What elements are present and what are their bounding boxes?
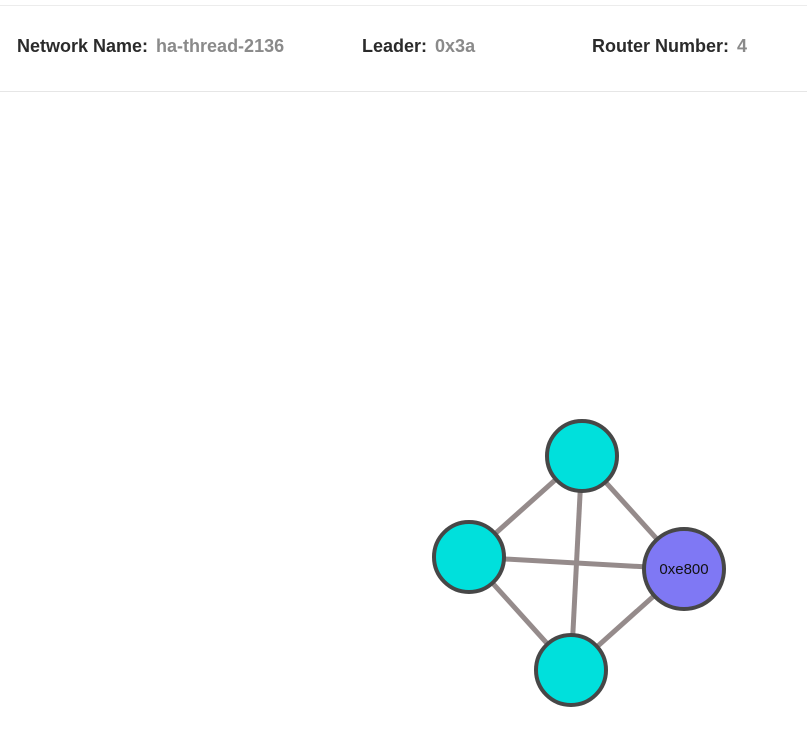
topology-graph-area[interactable]: 0xe800: [0, 93, 807, 749]
router-number-field: Router Number: 4: [592, 36, 747, 56]
router-number-label: Router Number:: [592, 36, 730, 56]
network-info-bar: Network Name:ha-thread-2136 Leader:0x3a …: [0, 6, 807, 92]
network-name-value: ha-thread-2136: [156, 36, 285, 56]
router-node-circle[interactable]: [432, 520, 506, 594]
router-node-circle[interactable]: [545, 419, 619, 493]
router-number-value: 4: [737, 36, 748, 56]
leader-value: 0x3a: [435, 36, 476, 56]
router-node-label: 0xe800: [659, 561, 708, 578]
leader-field: Leader: 0x3a: [362, 36, 475, 56]
nodes-layer: 0xe800: [432, 419, 726, 707]
top-divider: [0, 5, 807, 6]
topology-graph[interactable]: 0xe800: [0, 93, 807, 749]
router-node-top[interactable]: [545, 419, 619, 493]
router-node-right[interactable]: 0xe800: [642, 527, 726, 611]
router-node-circle[interactable]: [642, 527, 726, 611]
router-node-left[interactable]: [432, 520, 506, 594]
router-node-circle[interactable]: [534, 633, 608, 707]
router-node-bottom[interactable]: [534, 633, 608, 707]
network-name-field: Network Name: ha-thread-2136: [17, 36, 284, 56]
leader-label: Leader:: [362, 36, 428, 56]
network-name-label: Network Name:: [17, 36, 149, 56]
